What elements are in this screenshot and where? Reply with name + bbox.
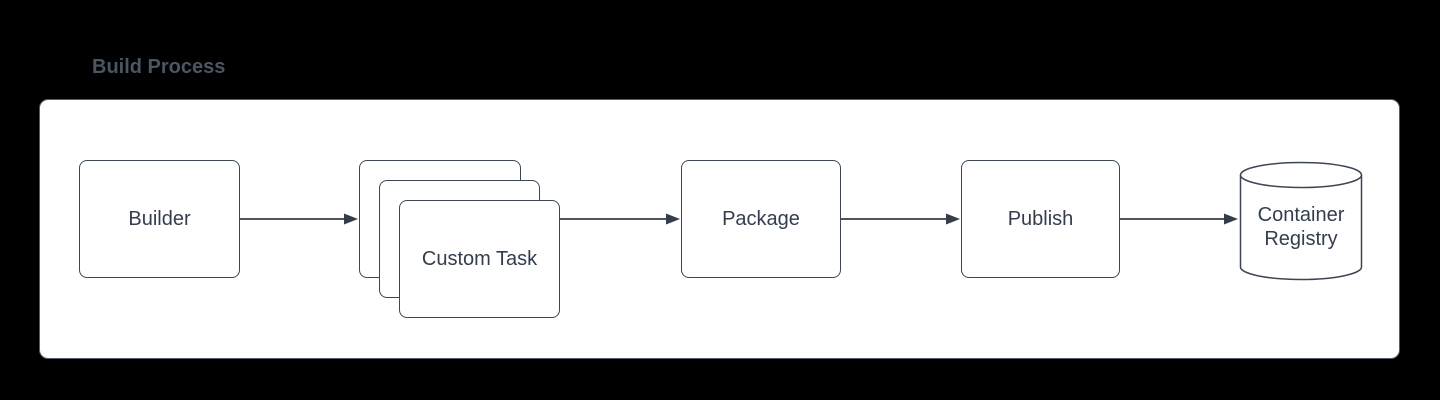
- node-container-registry[interactable]: Container Registry: [1239, 161, 1363, 281]
- node-package-label: Package: [722, 207, 800, 230]
- node-builder[interactable]: Builder: [79, 160, 240, 278]
- node-package[interactable]: Package: [681, 160, 841, 278]
- node-builder-label: Builder: [128, 207, 191, 230]
- diagram-title: Build Process: [92, 56, 226, 78]
- node-custom-task-label: Custom Task: [421, 247, 538, 270]
- node-publish-label: Publish: [1007, 207, 1074, 230]
- cylinder-shape-icon: [1239, 161, 1363, 281]
- node-container-registry-label: Container Registry: [1257, 204, 1345, 250]
- node-custom-task[interactable]: Custom Task: [399, 200, 560, 318]
- node-publish[interactable]: Publish: [961, 160, 1120, 278]
